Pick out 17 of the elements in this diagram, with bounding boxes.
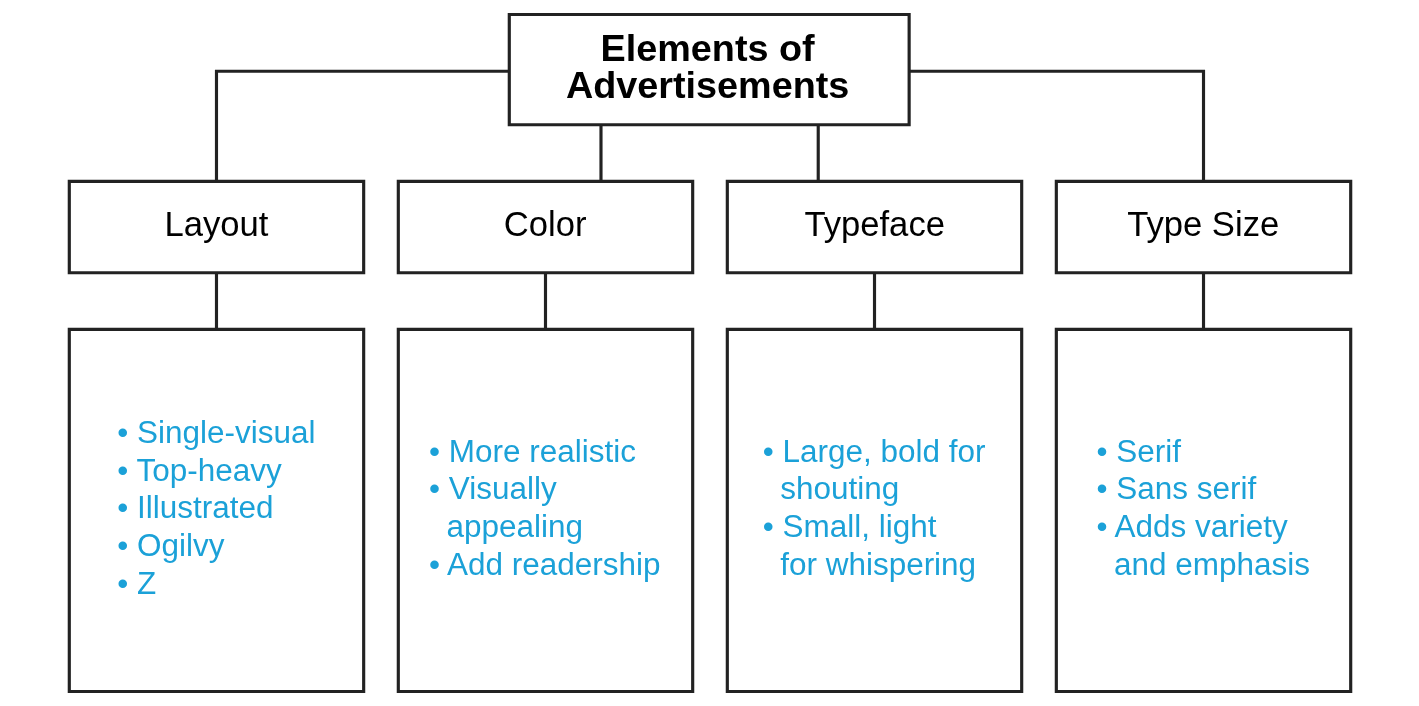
connector <box>872 273 876 330</box>
node-box: • Serif • Sans serif • Adds variety and emphasis <box>1054 327 1352 694</box>
connector <box>816 125 820 181</box>
node-box: Layout <box>67 179 365 275</box>
connector <box>909 69 1205 182</box>
connector <box>598 125 603 181</box>
node-box: Typeface <box>725 179 1023 275</box>
connector <box>1201 273 1205 330</box>
connector <box>543 273 547 330</box>
node-box: • More realistic • Visually appealing • Add readership <box>396 327 694 694</box>
node-box: Elements of Advertisements <box>507 12 911 127</box>
node-box: Type Size <box>1054 179 1352 275</box>
connector <box>214 69 509 182</box>
connector <box>214 273 218 330</box>
node-box: • Large, bold for shouting • Small, light for whispering <box>725 327 1023 694</box>
node-box: Color <box>396 179 694 275</box>
node-box: • Single-visual • Top-heavy • Illustrated • Ogilvy • Z <box>67 327 365 694</box>
